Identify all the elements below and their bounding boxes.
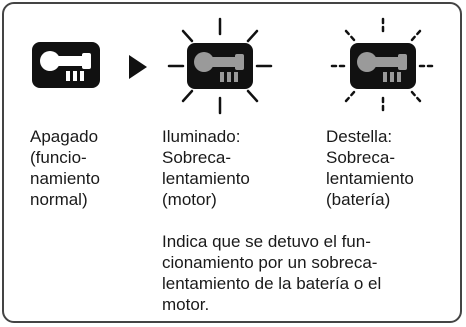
battery-temperature-icon-lit	[167, 17, 273, 115]
label-lit: Iluminado: Sobreca- lentamiento (motor)	[162, 127, 250, 209]
label-flashing: Destella: Sobreca- lentamiento (batería)	[326, 127, 414, 209]
battery-temperature-icon-flashing	[330, 17, 436, 115]
label-off: Apagado (funcio- namiento normal)	[30, 127, 100, 209]
arrow-right-icon	[129, 55, 147, 79]
description-text: Indica que se detuvo el fun- cionamiento…	[162, 232, 382, 314]
battery-temperature-icon-off	[32, 42, 100, 88]
